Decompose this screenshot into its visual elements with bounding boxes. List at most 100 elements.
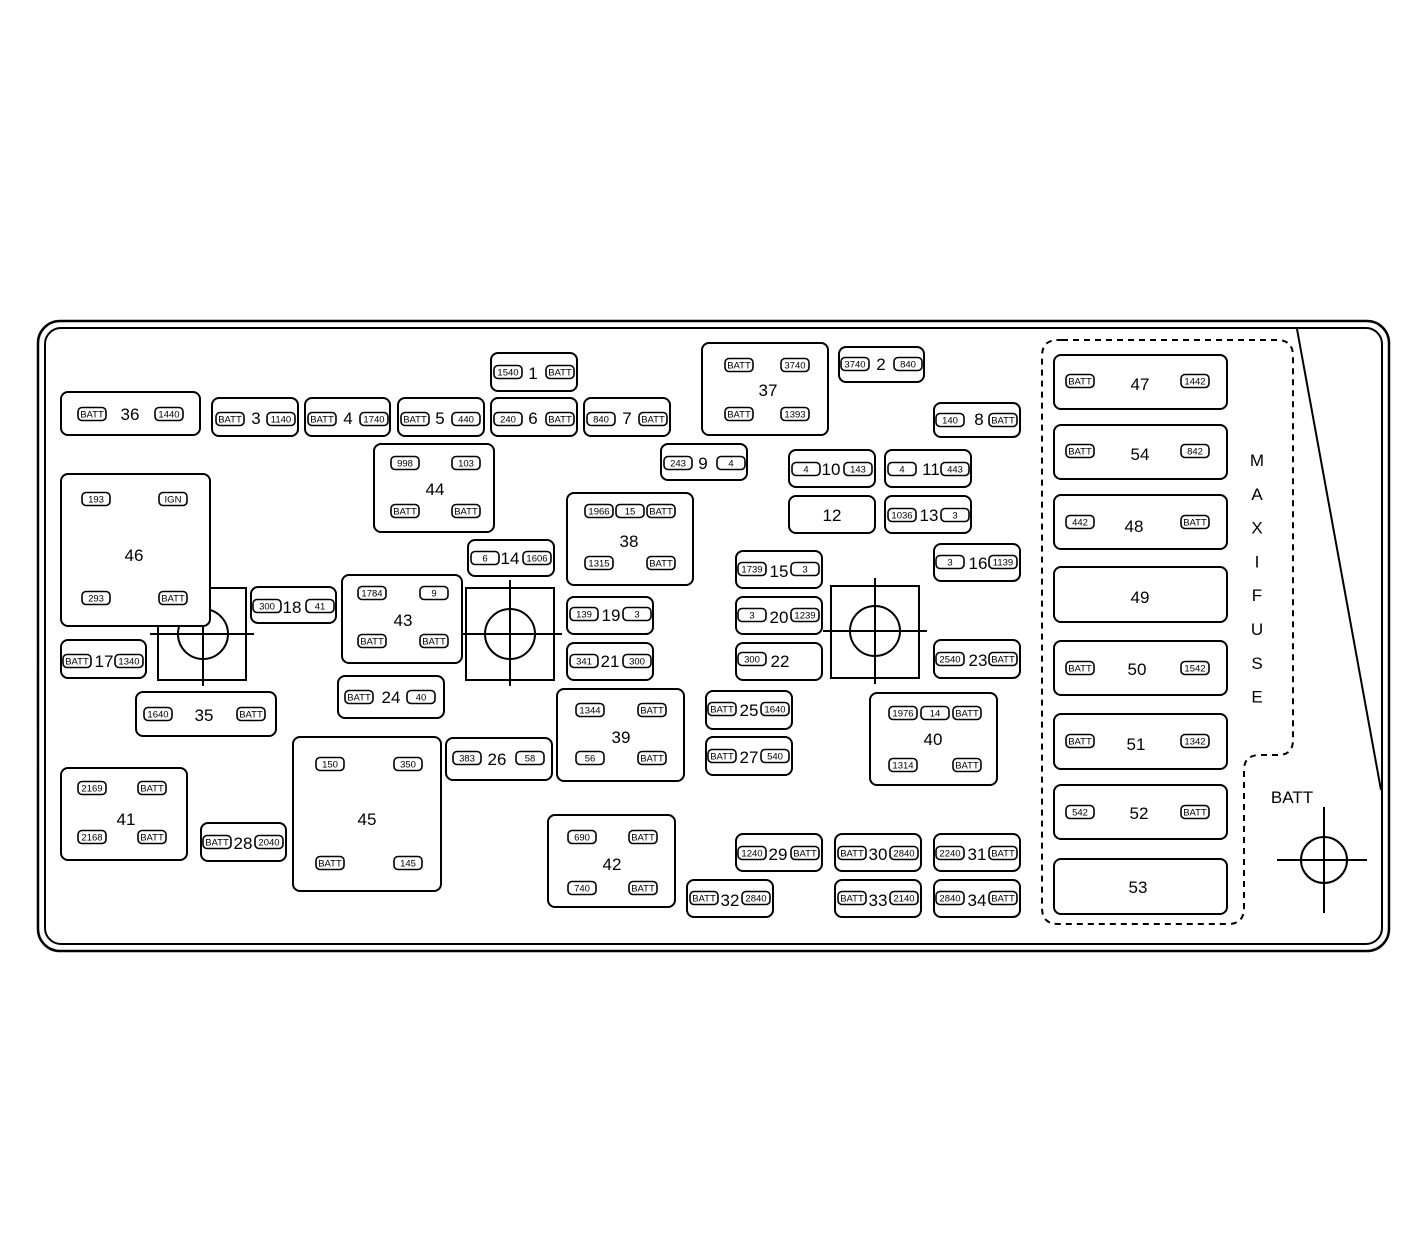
- component-15-body: [735, 550, 823, 589]
- component-54-terminal-1-label: BATT: [1068, 447, 1092, 458]
- component-31-terminal-1-label: 2240: [939, 849, 960, 860]
- component-12-body: [788, 495, 876, 534]
- component-25-number: 25: [740, 701, 759, 720]
- component-14-number: 14: [501, 549, 520, 568]
- component-17-terminal-2-label: 1340: [118, 657, 139, 668]
- component-23-body: [933, 639, 1021, 679]
- component-48-terminal-2: [1180, 514, 1210, 530]
- component-3-body: [211, 397, 299, 437]
- component-18-terminal-2: [305, 598, 335, 614]
- component-1-terminal-2: [545, 364, 575, 380]
- component-7-terminal-1-label: 840: [593, 415, 609, 426]
- component-38-terminal-2: [615, 503, 645, 519]
- component-45-terminal-4-label: 145: [400, 859, 416, 870]
- component-51-body: [1053, 713, 1228, 770]
- component-41-terminal-4-label: BATT: [140, 833, 164, 844]
- component-36-terminal-1: [77, 406, 107, 422]
- component-7-terminal-2-label: BATT: [641, 415, 665, 426]
- component-42-terminal-1-label: 690: [574, 833, 590, 844]
- component-38-terminal-3: [646, 503, 676, 519]
- component-42-number: 42: [603, 855, 622, 874]
- component-32-number: 32: [721, 891, 740, 910]
- component-21-terminal-1: [569, 653, 599, 669]
- component-54-terminal-2: [1180, 443, 1210, 459]
- component-43-terminal-1-label: 1784: [361, 589, 382, 600]
- component-30-terminal-2: [889, 845, 919, 861]
- component-44-terminal-4-label: BATT: [454, 507, 478, 518]
- component-40-terminal-5: [952, 757, 982, 773]
- component-26-terminal-2: [515, 750, 545, 766]
- component-47-number: 47: [1131, 375, 1150, 394]
- component-41-terminal-3-label: 2168: [81, 833, 102, 844]
- component-40-terminal-4-label: 1314: [892, 761, 913, 772]
- component-28-terminal-1-label: BATT: [205, 838, 229, 849]
- component-42-terminal-4-label: BATT: [631, 884, 655, 895]
- component-40-terminal-3-label: BATT: [955, 709, 979, 720]
- component-18-terminal-2-label: 41: [315, 602, 326, 613]
- component-1-number: 1: [528, 364, 537, 383]
- component-38-terminal-5-label: BATT: [649, 559, 673, 570]
- component-26-terminal-1-label: 383: [459, 754, 475, 765]
- component-51-terminal-2: [1180, 733, 1210, 749]
- component-3-terminal-1: [215, 411, 245, 427]
- component-17-terminal-1-label: BATT: [65, 657, 89, 668]
- component-28-body: [200, 822, 287, 862]
- component-9-number: 9: [698, 454, 707, 473]
- component-54-number: 54: [1131, 445, 1150, 464]
- maxi-fuse-letter-8: E: [1251, 688, 1262, 707]
- component-46-terminal-3: [81, 590, 111, 606]
- component-2-body: [838, 346, 925, 383]
- component-27-terminal-2: [760, 748, 790, 764]
- component-16-body: [933, 543, 1021, 582]
- component-5-body: [397, 397, 485, 437]
- component-3-number: 3: [251, 409, 260, 428]
- component-11-number: 11: [922, 460, 940, 479]
- component-44-terminal-1: [390, 455, 420, 471]
- component-4-terminal-2: [359, 411, 389, 427]
- component-48-number: 48: [1125, 517, 1144, 536]
- maxi-fuse-enclosure: [1041, 339, 1294, 925]
- component-27-terminal-1: [707, 748, 737, 764]
- component-14-terminal-1-label: 6: [482, 554, 487, 565]
- component-13-terminal-1: [887, 507, 917, 523]
- component-27-terminal-1-label: BATT: [710, 752, 734, 763]
- component-36-terminal-2: [154, 406, 184, 422]
- component-39-terminal-3-label: 56: [585, 754, 596, 765]
- component-51-number: 51: [1127, 735, 1146, 754]
- component-48-body: [1053, 494, 1228, 550]
- component-37-terminal-2-label: 3740: [784, 361, 805, 372]
- component-35-body: [135, 691, 277, 737]
- component-23-terminal-2-label: BATT: [991, 655, 1015, 666]
- component-40-terminal-2: [920, 705, 950, 721]
- component-47-body: [1053, 354, 1228, 410]
- component-24-terminal-1: [344, 689, 374, 705]
- component-8-terminal-1-label: 140: [942, 416, 958, 427]
- component-31-body: [933, 833, 1021, 872]
- component-2-terminal-1: [840, 356, 870, 372]
- component-6-number: 6: [528, 409, 537, 428]
- maxi-fuse-letter-5: F: [1252, 586, 1262, 605]
- component-47-terminal-1-label: BATT: [1068, 377, 1092, 388]
- component-17-terminal-1: [62, 653, 92, 669]
- component-39-terminal-1: [575, 702, 605, 718]
- component-34-terminal-2-label: BATT: [991, 894, 1015, 905]
- component-6-body: [490, 397, 578, 437]
- component-25-terminal-1: [707, 701, 737, 717]
- component-4-terminal-2-label: 1740: [363, 415, 384, 426]
- component-14-terminal-2: [522, 550, 552, 566]
